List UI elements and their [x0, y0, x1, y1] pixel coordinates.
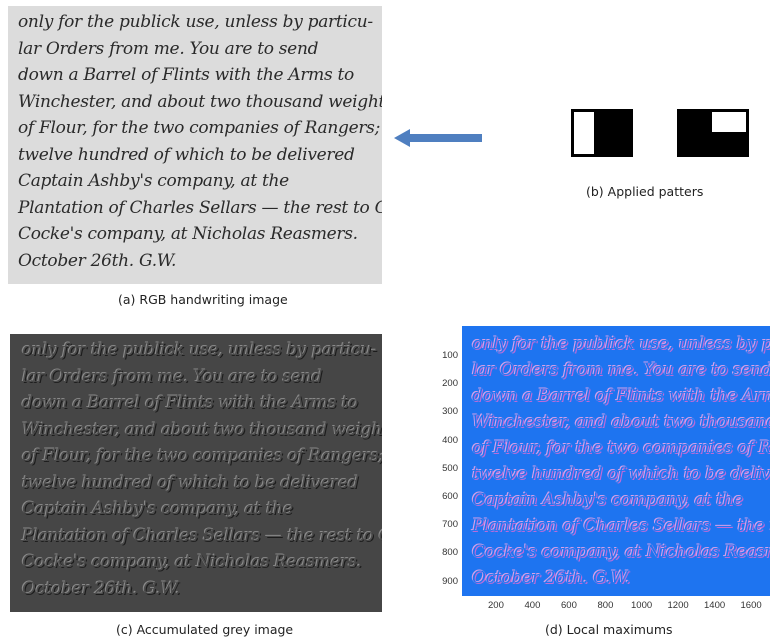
- y-tick-label: 400: [442, 434, 458, 446]
- x-tick-label: 1200: [667, 600, 689, 611]
- handwriting-line: of Flour, for the two companies of Range…: [22, 446, 382, 466]
- caption-d: (d) Local maximums: [545, 622, 673, 637]
- handwriting-line: only for the publick use, unless by part…: [472, 334, 770, 354]
- handwriting-line: Plantation of Charles Sellars — the rest…: [472, 516, 770, 536]
- caption-a: (a) RGB handwriting image: [118, 292, 288, 307]
- handwriting-line: Cocke's company, at Nicholas Reasmers.: [18, 224, 358, 244]
- handwriting-line: of Flour, for the two companies of Range…: [18, 118, 381, 138]
- handwriting-image-panel: only for the publick use, unless by part…: [8, 6, 382, 284]
- caption-b: (b) Applied patters: [586, 184, 704, 199]
- x-tick-label: 1400: [704, 600, 726, 611]
- x-tick-label: 200: [488, 600, 504, 611]
- handwriting-line: down a Barrel of Flints with the Arms to: [472, 386, 770, 406]
- handwriting-line: October 26th. G.W.: [18, 250, 177, 271]
- handwriting-line: October 26th. G.W.: [472, 568, 631, 588]
- y-tick-label: 600: [442, 491, 458, 502]
- handwriting-line: Cocke's company, at Nicholas Reasmers.: [22, 552, 362, 572]
- handwriting-line: twelve hundred of which to be delivered: [18, 144, 355, 165]
- handwriting-line: lar Orders from me. You are to send: [18, 38, 319, 59]
- handwriting-line: only for the publick use, unless by part…: [22, 340, 377, 360]
- handwriting-line: Captain Ashby's company, at the: [22, 499, 293, 519]
- left-arrow-icon: [394, 129, 482, 147]
- handwriting-line: Plantation of Charles Sellars — the rest…: [18, 197, 382, 218]
- handwriting-line: down a Barrel of Flints with the Arms to: [18, 65, 354, 85]
- handwriting-line: twelve hundred of which to be delivered: [472, 464, 770, 484]
- y-tick-label: 500: [442, 462, 458, 474]
- y-tick-label: 700: [442, 519, 458, 531]
- x-tick-label: 600: [561, 600, 577, 611]
- caption-c: (c) Accumulated grey image: [116, 622, 294, 637]
- handwriting-line: Winchester, and about two thousand weigh…: [22, 419, 382, 440]
- accumulated-grey-image-panel: only for the publick use, unless by part…: [10, 334, 382, 612]
- handwriting-line: Captain Ashby's company, at the: [472, 490, 743, 510]
- handwriting-line: Winchester, and about two thousand weigh…: [18, 91, 382, 112]
- y-tick-label: 200: [442, 378, 458, 390]
- handwriting-line: twelve hundred of which to be delivered: [22, 472, 359, 493]
- corner-haar-pattern-icon: [677, 109, 749, 157]
- handwriting-line: down a Barrel of Flints with the Arms to: [22, 393, 358, 413]
- handwriting-line: of Flour, for the two companies of Range…: [472, 438, 770, 458]
- handwriting-line: only for the publick use, unless by part…: [18, 12, 373, 32]
- handwriting-line: lar Orders from me. You are to send: [472, 360, 770, 380]
- two-rectangle-haar-pattern-icon: [571, 109, 633, 157]
- local-maximums-image: only for the publick use, unless by part…: [462, 326, 770, 596]
- y-tick-label: 100: [442, 350, 458, 361]
- handwriting-line: lar Orders from me. You are to send: [22, 366, 323, 387]
- handwriting-line: October 26th. G.W.: [22, 578, 181, 599]
- x-tick-label: 400: [524, 600, 541, 611]
- handwriting-line: Winchester, and about two thousand weigh…: [472, 412, 770, 432]
- y-tick-label: 800: [442, 547, 458, 559]
- handwriting-line: Cocke's company, at Nicholas Reasmers.: [472, 542, 770, 562]
- x-tick-label: 800: [597, 600, 614, 611]
- x-tick-label: 1600: [740, 600, 762, 611]
- handwriting-line: Plantation of Charles Sellars — the rest…: [22, 525, 382, 546]
- local-maximums-plot: only for the publick use, unless by part…: [432, 326, 772, 618]
- x-tick-label: 1000: [631, 600, 653, 611]
- handwriting-line: Captain Ashby's company, at the: [18, 171, 289, 191]
- y-tick-label: 900: [442, 575, 458, 587]
- y-tick-label: 300: [442, 406, 458, 418]
